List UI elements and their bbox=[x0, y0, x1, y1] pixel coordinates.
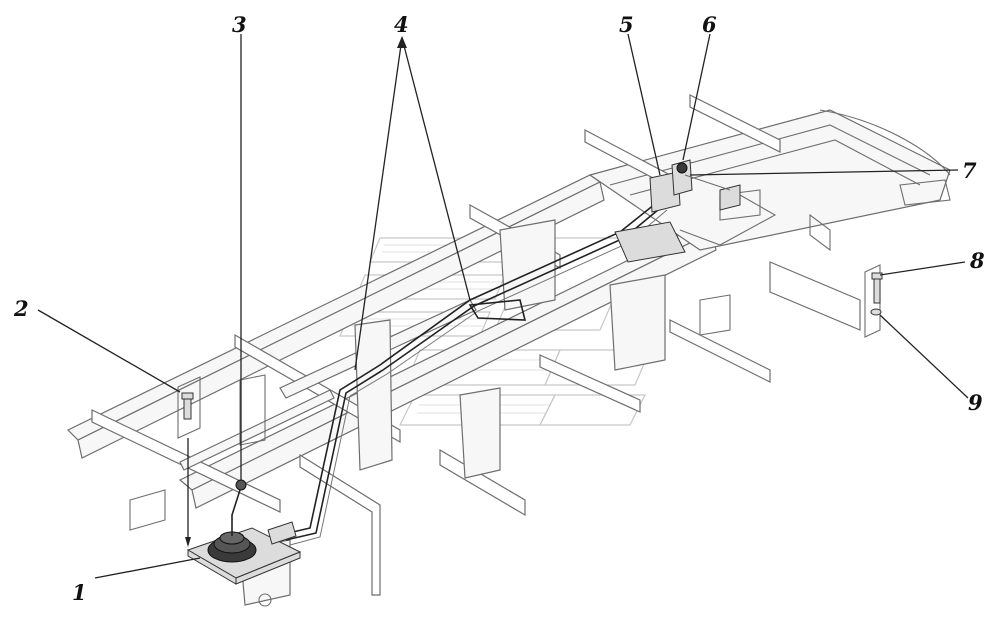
callout-3: 3 bbox=[232, 12, 247, 37]
leader-lines bbox=[37, 33, 969, 579]
bolt-icon bbox=[871, 272, 883, 304]
callout-8: 8 bbox=[969, 248, 985, 273]
callout-labels: 1 2 3 4 5 6 7 8 9 bbox=[13, 12, 985, 605]
callout-1: 1 bbox=[72, 580, 87, 605]
washer-icon bbox=[870, 308, 882, 316]
callout-2: 2 bbox=[13, 296, 29, 321]
callout-7: 7 bbox=[962, 158, 977, 183]
shift-knob-icon bbox=[235, 479, 247, 491]
callout-6: 6 bbox=[702, 12, 717, 37]
bolt-washer-inset bbox=[864, 264, 883, 338]
bolt-icon bbox=[181, 392, 194, 420]
chassis-frame bbox=[66, 94, 951, 607]
bolt-inset-left bbox=[177, 376, 201, 547]
callout-5: 5 bbox=[619, 12, 634, 37]
gearbox-bracket bbox=[614, 159, 777, 263]
callout-9: 9 bbox=[968, 390, 983, 415]
callout-4: 4 bbox=[394, 12, 409, 37]
